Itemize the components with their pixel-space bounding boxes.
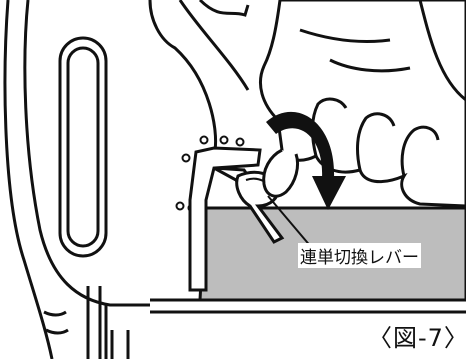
lever-callout-label: 連単切換レバー (298, 243, 421, 268)
hand (259, 0, 466, 208)
curved-arrow-icon (266, 111, 346, 210)
tool-body (3, 0, 250, 359)
callout-leader-line (267, 195, 313, 249)
screw-holes (175, 135, 245, 213)
figure-number-label: 〈図-7〉 (368, 318, 466, 353)
